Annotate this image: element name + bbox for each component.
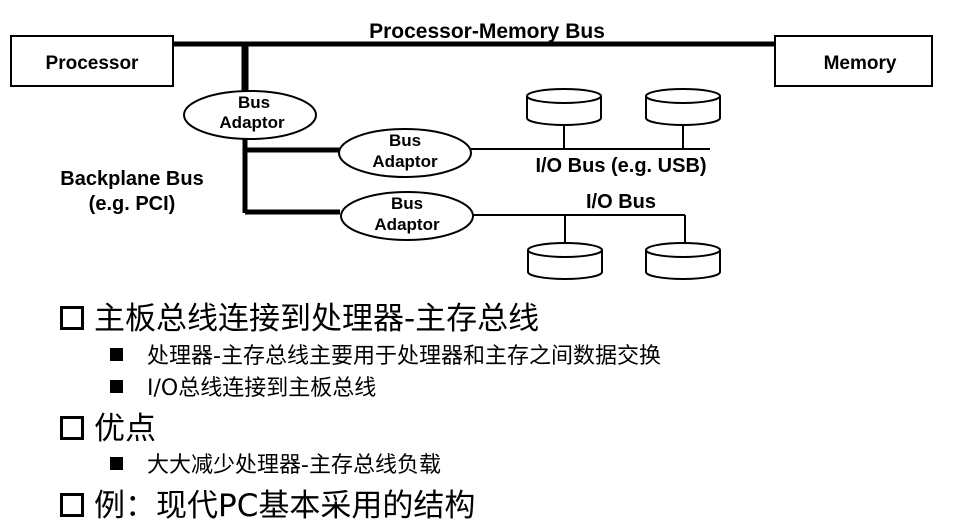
disk-icon	[645, 88, 721, 126]
sub-bullet-item: 大大减少处理器-主存总线负载	[110, 447, 441, 479]
bullet-text: 例：现代PC基本采用的结构	[94, 488, 476, 524]
backplane-bus-label-line2: (e.g. PCI)	[89, 193, 176, 215]
processor-box	[10, 35, 174, 87]
sub-bullet-text: 处理器-主存总线主要用于处理器和主存之间数据交换	[147, 344, 661, 369]
bus-adaptor-middle	[338, 128, 472, 178]
bus-architecture-diagram: Processor Memory Processor-Memory Bus Bu…	[10, 20, 933, 280]
hollow-square-bullet-icon	[60, 306, 84, 330]
sub-bullet-item: 处理器-主存总线主要用于处理器和主存之间数据交换	[110, 338, 661, 370]
bus-adaptor-top-line2: Adaptor	[219, 113, 285, 132]
filled-square-bullet-icon	[110, 380, 123, 393]
disk-icon	[527, 242, 603, 280]
bus-adaptor-middle-line2: Adaptor	[372, 152, 438, 171]
io-bus-usb-label: I/O Bus (e.g. USB)	[535, 155, 706, 177]
sub-bullet-item: I/O总线连接到主板总线	[110, 370, 376, 402]
filled-square-bullet-icon	[110, 457, 123, 470]
disk-icon	[645, 242, 721, 280]
bus-adaptor-top	[183, 90, 317, 140]
bullet-text: 优点	[94, 411, 156, 447]
backplane-bus-label-line1: Backplane Bus	[60, 168, 203, 190]
memory-label: Memory	[824, 53, 897, 74]
sub-bullet-text: 大大减少处理器-主存总线负载	[147, 453, 441, 478]
hollow-square-bullet-icon	[60, 493, 84, 517]
bus-adaptor-top-line1: Bus	[238, 93, 270, 112]
processor-label: Processor	[46, 53, 140, 74]
bullet-item: 例：现代PC基本采用的结构	[60, 480, 475, 525]
bus-adaptor-lower-line1: Bus	[391, 194, 423, 213]
bus-adaptor-lower-line2: Adaptor	[374, 215, 440, 234]
filled-square-bullet-icon	[110, 348, 123, 361]
sub-bullet-text: I/O总线连接到主板总线	[147, 376, 377, 401]
bus-adaptor-middle-line1: Bus	[389, 131, 421, 150]
io-bus-label: I/O Bus	[586, 191, 656, 213]
memory-box	[774, 35, 933, 87]
disk-icon	[526, 88, 602, 126]
hollow-square-bullet-icon	[60, 416, 84, 440]
bullet-text: 主板总线连接到处理器-主存总线	[94, 301, 540, 337]
bullet-item: 优点	[60, 403, 156, 448]
processor-memory-bus-label: Processor-Memory Bus	[369, 20, 605, 43]
